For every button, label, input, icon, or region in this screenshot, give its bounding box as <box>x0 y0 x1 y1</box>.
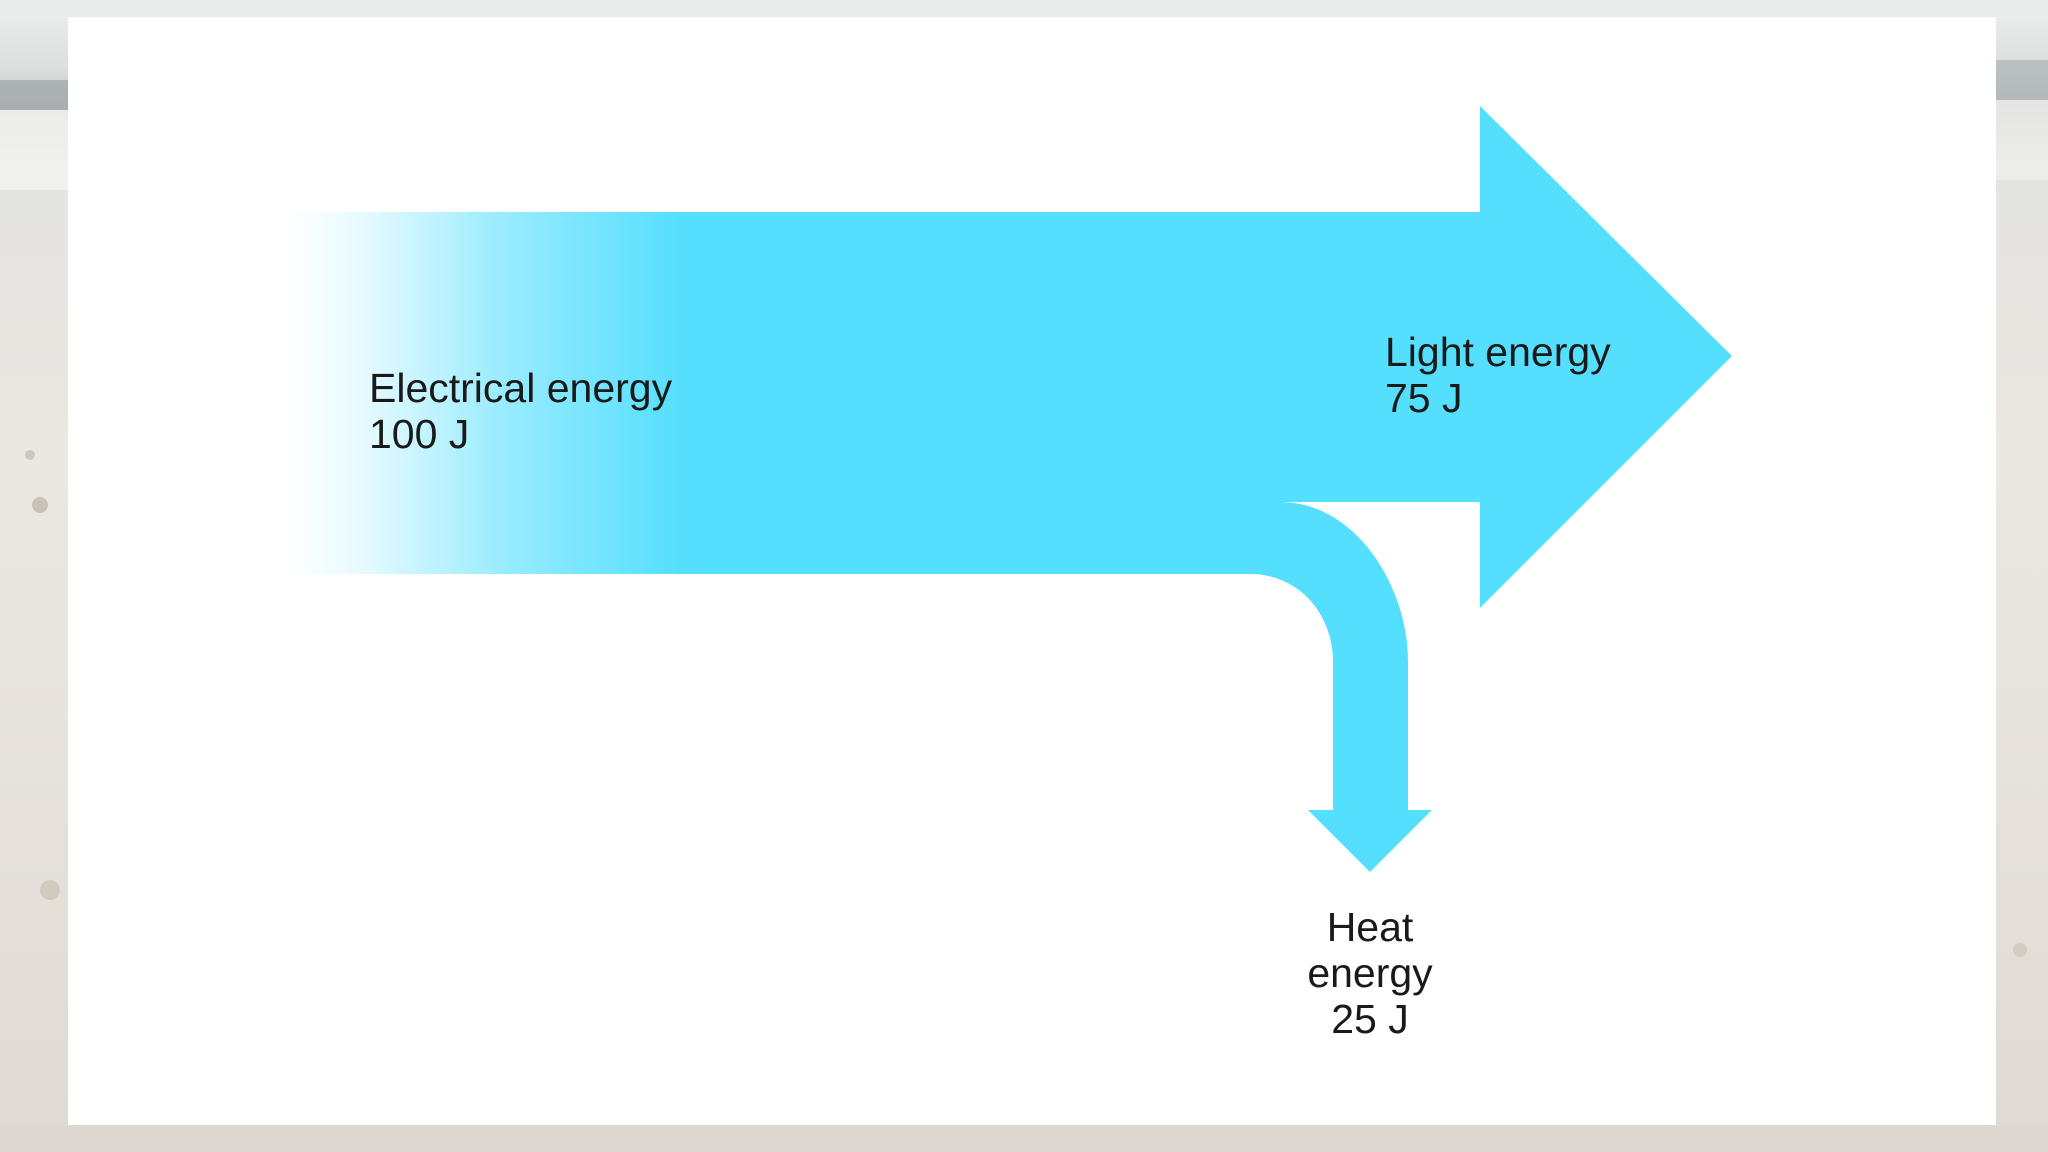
output-label-light: Light energy 75 J <box>1385 329 1611 421</box>
arrow-light-energy <box>1275 106 1732 608</box>
heat-name-line1: Heat <box>1326 904 1414 950</box>
light-name: Light energy <box>1385 329 1611 375</box>
heat-value: 25 J <box>1331 996 1409 1042</box>
input-band-electrical <box>285 212 1280 574</box>
heat-name-line2: energy <box>1307 950 1433 996</box>
light-value: 75 J <box>1385 375 1463 421</box>
arrow-heat-energy <box>1250 502 1432 872</box>
input-name: Electrical energy <box>369 365 673 411</box>
output-label-heat: Heat energy 25 J <box>1270 904 1470 1042</box>
input-label-electrical: Electrical energy 100 J <box>369 365 672 457</box>
input-value: 100 J <box>369 411 470 457</box>
